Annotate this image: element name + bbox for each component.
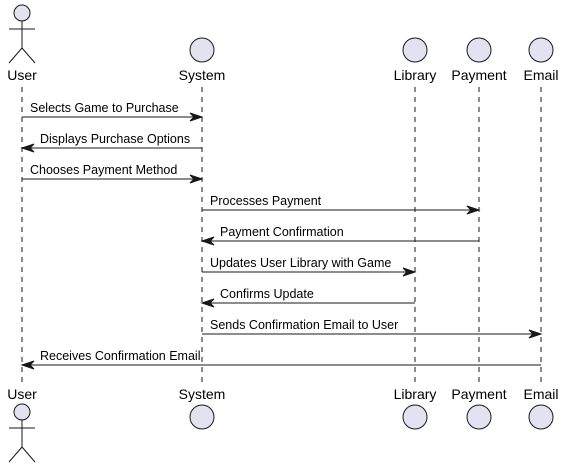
message-label: Payment Confirmation xyxy=(220,225,344,239)
participant-label: Library xyxy=(394,386,437,402)
actor-icon xyxy=(8,403,36,463)
message-label: Chooses Payment Method xyxy=(30,163,177,177)
arrowhead-icon xyxy=(528,329,543,339)
arrowhead-icon xyxy=(200,298,215,308)
message-1: Selects Game to Purchase xyxy=(22,101,204,122)
arrowhead-icon xyxy=(466,205,481,215)
participant-payment-bottom: Payment xyxy=(451,386,507,430)
participant-email-top: Email xyxy=(523,37,559,83)
message-label: Confirms Update xyxy=(220,287,314,301)
arrowhead-icon xyxy=(20,360,35,370)
participant-system-top: System xyxy=(179,37,226,83)
message-3: Chooses Payment Method xyxy=(22,163,204,184)
entity-icon xyxy=(189,404,215,430)
participant-user-top: User xyxy=(7,4,37,83)
arrowhead-icon xyxy=(20,143,35,153)
participant-label: System xyxy=(179,67,226,83)
message-label: Receives Confirmation Email xyxy=(40,349,200,363)
message-label: Displays Purchase Options xyxy=(40,132,190,146)
actor-icon xyxy=(8,4,36,64)
message-6: Updates User Library with Game xyxy=(202,256,417,277)
participant-label: Payment xyxy=(451,386,506,402)
participant-email-bottom: Email xyxy=(523,386,559,430)
message-5: Payment Confirmation xyxy=(200,225,479,246)
participant-system-bottom: System xyxy=(179,386,226,430)
arrowhead-icon xyxy=(402,267,417,277)
message-2: Displays Purchase Options xyxy=(20,132,202,153)
participant-label: Email xyxy=(523,386,558,402)
message-label: Updates User Library with Game xyxy=(210,256,391,270)
participant-heads-bottom: User System Library Payment Email xyxy=(7,386,559,463)
participant-label: System xyxy=(179,386,226,402)
entity-icon xyxy=(466,37,492,63)
message-7: Confirms Update xyxy=(200,287,415,308)
message-label: Sends Confirmation Email to User xyxy=(210,318,398,332)
entity-icon xyxy=(528,37,554,63)
participant-label: Payment xyxy=(451,67,506,83)
participant-payment-top: Payment xyxy=(451,37,507,83)
entity-icon xyxy=(189,37,215,63)
message-9: Receives Confirmation Email xyxy=(20,349,541,370)
message-8: Sends Confirmation Email to User xyxy=(202,318,543,339)
entity-icon xyxy=(466,404,492,430)
entity-icon xyxy=(402,404,428,430)
arrowhead-icon xyxy=(189,112,204,122)
participant-library-bottom: Library xyxy=(394,386,437,430)
entity-icon xyxy=(402,37,428,63)
participant-label: Library xyxy=(394,67,437,83)
participant-label: Email xyxy=(523,67,558,83)
arrowhead-icon xyxy=(200,236,215,246)
arrowhead-icon xyxy=(189,174,204,184)
participant-user-bottom: User xyxy=(7,386,37,463)
participant-label: User xyxy=(7,67,37,83)
entity-icon xyxy=(528,404,554,430)
participant-heads-top: User System Library Payment Email xyxy=(7,4,559,83)
message-4: Processes Payment xyxy=(202,194,481,215)
message-label: Selects Game to Purchase xyxy=(30,101,179,115)
message-label: Processes Payment xyxy=(210,194,322,208)
participant-library-top: Library xyxy=(394,37,437,83)
participant-label: User xyxy=(7,386,37,402)
